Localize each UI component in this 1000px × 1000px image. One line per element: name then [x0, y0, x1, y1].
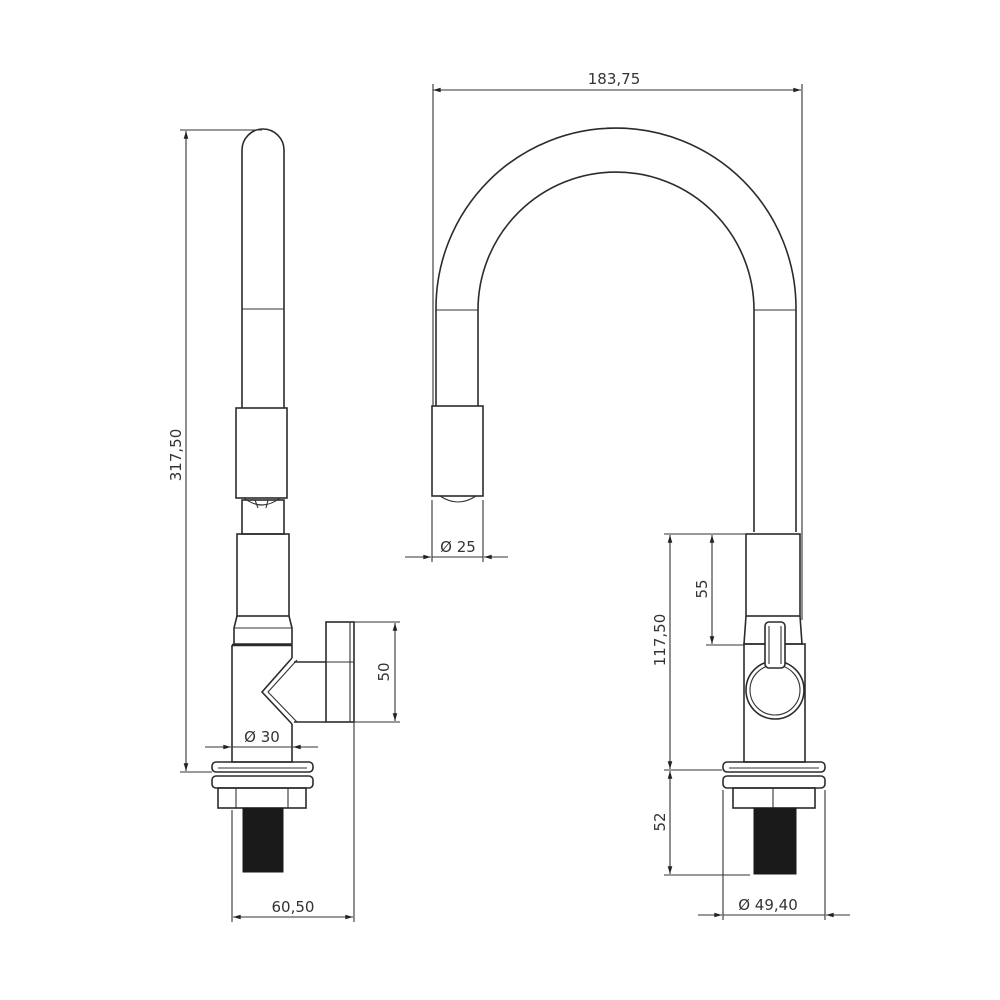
- dim-label-55: 55: [693, 579, 711, 598]
- dim-label-183-75: 183,75: [588, 70, 641, 88]
- side-spray-head: [235, 407, 288, 499]
- side-sleeve: [236, 533, 290, 617]
- dim-label-50: 50: [375, 662, 393, 681]
- dim-label-317-50: 317,50: [167, 429, 185, 482]
- dim-label-117-50: 117,50: [651, 614, 669, 667]
- side-spout-tube: [241, 128, 285, 408]
- side-nozzle: [243, 497, 281, 506]
- dim-side-handle-height: 50: [354, 621, 400, 723]
- dim-label-d49-40: Ø 49,40: [738, 896, 798, 914]
- front-nozzle: [439, 495, 477, 503]
- dim-front-sleeve-height: 55: [693, 533, 745, 646]
- dim-front-body-height: 117,50: [651, 533, 722, 771]
- dim-label-52: 52: [651, 812, 669, 831]
- side-view: 317,50 50 Ø 30 60,50: [167, 128, 400, 922]
- side-base-flange: [211, 761, 314, 773]
- side-handle-lever: [325, 621, 355, 723]
- dim-label-60-50: 60,50: [272, 898, 315, 916]
- dim-front-thread-length: 52: [651, 770, 750, 876]
- front-spray-head: [431, 405, 484, 497]
- front-spout-arch-outer: [435, 127, 797, 532]
- front-spout-arch-inner: [477, 171, 755, 532]
- dim-side-body-diameter: Ø 30: [205, 728, 318, 750]
- dim-front-total-width: 183,75: [432, 70, 803, 100]
- side-lock-nut: [217, 787, 307, 809]
- dim-front-base-diameter: Ø 49,40: [698, 790, 850, 920]
- front-threaded-shank: [753, 807, 797, 875]
- dim-label-d30: Ø 30: [244, 728, 280, 746]
- front-sleeve: [745, 533, 801, 617]
- front-view: 183,75 Ø 25 55 117,50 52: [405, 70, 850, 920]
- dim-label-d25: Ø 25: [440, 538, 476, 556]
- front-base-flange: [722, 761, 826, 773]
- dim-side-base-width: 60,50: [231, 722, 355, 922]
- dim-front-spout-diameter: Ø 25: [405, 500, 508, 562]
- side-threaded-shank: [242, 807, 284, 873]
- front-handle-knob: [745, 621, 805, 720]
- dim-side-total-height: 317,50: [167, 129, 262, 773]
- front-lock-nut: [732, 787, 816, 809]
